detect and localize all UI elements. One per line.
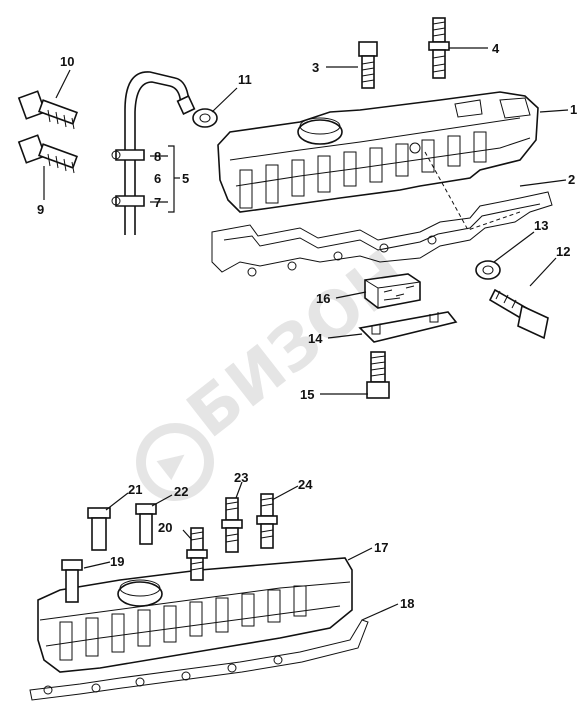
washer-13 [475, 260, 501, 280]
damper-block-16 [364, 273, 421, 309]
callout-10: 10 [60, 54, 74, 69]
callout-3: 3 [312, 60, 319, 75]
bracket-plate-14 [358, 311, 458, 343]
bolt-21 [87, 507, 111, 551]
callout-7: 7 [154, 195, 161, 210]
callout-2: 2 [568, 172, 575, 187]
watermark-logo-icon [136, 423, 214, 501]
callout-14: 14 [308, 331, 323, 346]
grommet-11 [192, 108, 218, 128]
callout-8: 8 [154, 149, 161, 164]
valve-cover-gasket-lower [29, 619, 369, 701]
breather-pipe-assembly [111, 71, 196, 235]
stud-24 [256, 493, 278, 549]
callout-21: 21 [128, 482, 142, 497]
bolt-9 [17, 134, 78, 174]
callout-1: 1 [570, 102, 577, 117]
assembly-line-upper [424, 151, 521, 231]
bolt-12 [488, 288, 549, 340]
callout-9: 9 [37, 202, 44, 217]
valve-cover-lower [37, 557, 353, 673]
callout-13: 13 [534, 218, 548, 233]
bolt-10 [17, 90, 78, 130]
callout-17: 17 [374, 540, 388, 555]
callout-20: 20 [158, 520, 172, 535]
callout-6: 6 [154, 171, 161, 186]
callout-24: 24 [298, 477, 313, 492]
stud-23 [221, 497, 243, 553]
watermark-text: БИЗОН [174, 237, 421, 453]
stud-4 [428, 17, 450, 79]
bolt-15 [366, 351, 390, 399]
bolt-3 [358, 41, 378, 89]
callout-22: 22 [174, 484, 188, 499]
callout-labels: 1 2 3 4 5 6 7 8 9 10 11 12 13 14 15 16 1… [37, 41, 577, 611]
callout-5: 5 [182, 171, 189, 186]
bolt-19 [61, 559, 83, 603]
callout-4: 4 [492, 41, 500, 56]
callout-23: 23 [234, 470, 248, 485]
stud-20 [186, 527, 208, 581]
valve-cover-gasket-upper [211, 191, 553, 277]
valve-cover-upper [217, 91, 539, 213]
callout-18: 18 [400, 596, 414, 611]
callout-19: 19 [110, 554, 124, 569]
bolt-22 [135, 503, 157, 545]
callout-11: 11 [238, 72, 252, 87]
callout-12: 12 [556, 244, 570, 259]
callout-16: 16 [316, 291, 330, 306]
leader-lines [43, 47, 569, 621]
callout-15: 15 [300, 387, 314, 402]
